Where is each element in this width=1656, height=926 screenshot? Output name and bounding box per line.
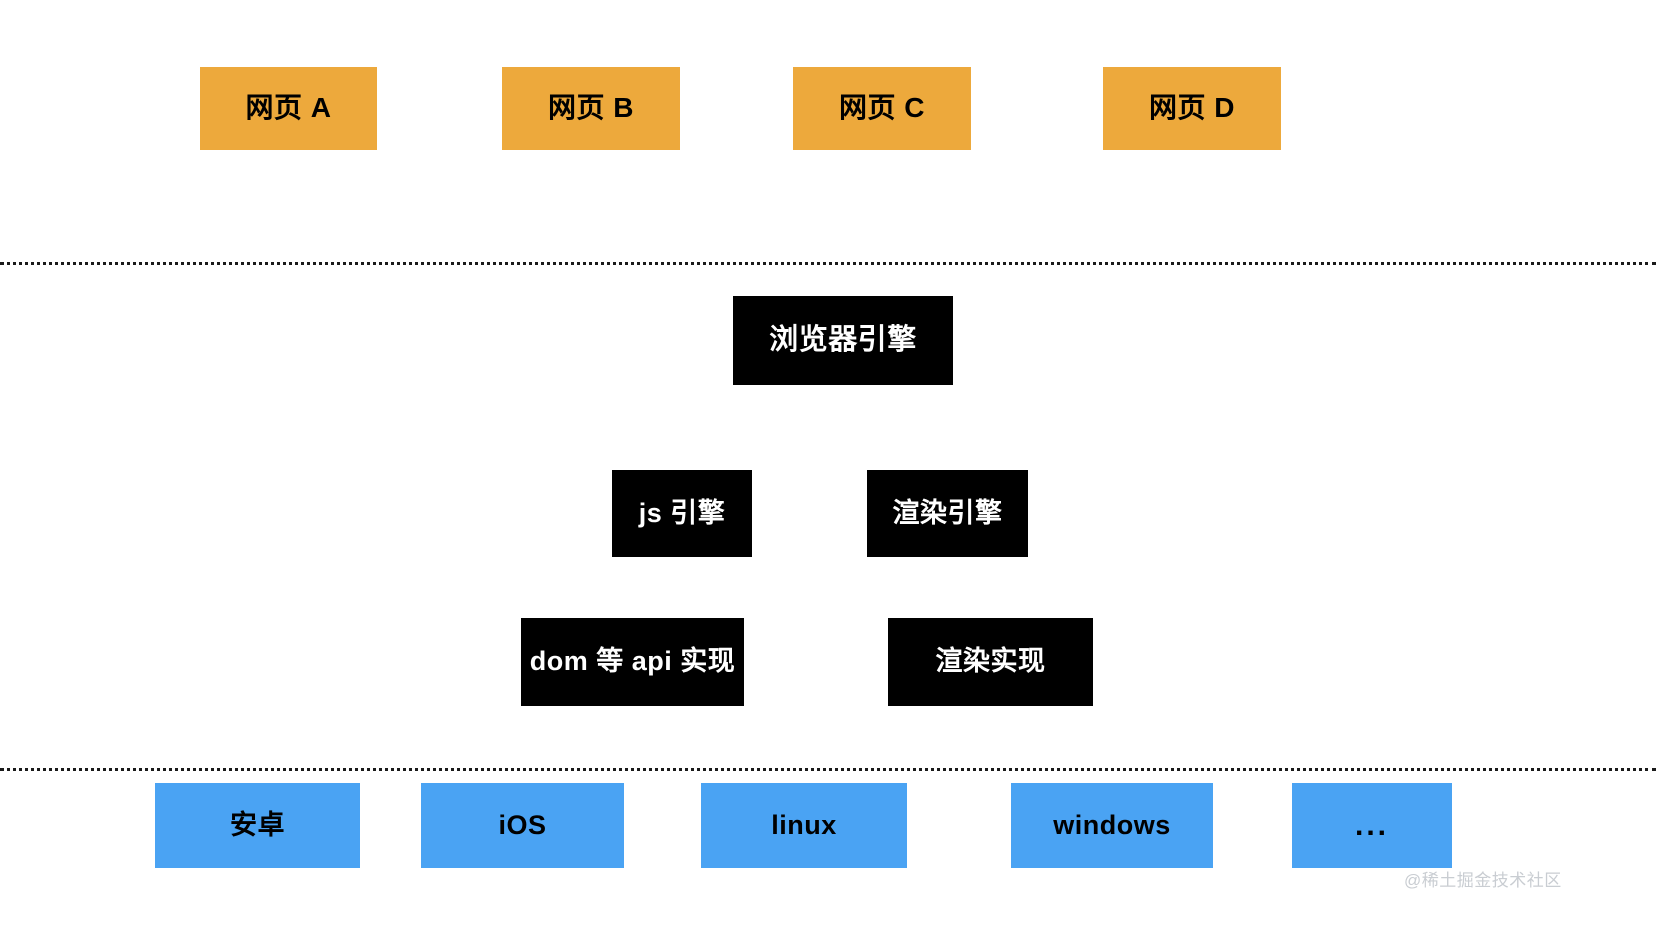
render-engine-label: 渲染引擎 — [892, 497, 1003, 528]
os-box-ios-label: iOS — [498, 809, 547, 840]
dom-api-impl-label: dom 等 api 实现 — [529, 646, 736, 677]
divider-pages-engine — [0, 262, 1656, 265]
divider-engine-os — [0, 768, 1656, 771]
render-impl-label: 渲染实现 — [935, 646, 1046, 677]
os-box-android: 安卓 — [155, 783, 360, 868]
os-box-android-label: 安卓 — [230, 809, 285, 840]
dom-api-impl-box: dom 等 api 实现 — [521, 618, 744, 706]
render-engine-box: 渲染引擎 — [867, 470, 1028, 557]
os-box-linux-label: linux — [771, 809, 837, 840]
os-box-more: ... — [1292, 783, 1452, 868]
js-engine-label: js 引擎 — [638, 497, 726, 528]
watermark: @稀土掘金技术社区 — [1404, 866, 1562, 891]
browser-engine-box: 浏览器引擎 — [733, 296, 953, 385]
watermark-text: @稀土掘金技术社区 — [1404, 871, 1562, 890]
page-box-b-label: 网页 B — [547, 92, 634, 124]
os-box-ios: iOS — [421, 783, 624, 868]
os-box-more-label: ... — [1354, 809, 1389, 842]
os-box-windows: windows — [1011, 783, 1213, 868]
os-box-windows-label: windows — [1053, 809, 1171, 840]
page-box-c: 网页 C — [793, 67, 971, 150]
page-box-c-label: 网页 C — [838, 92, 925, 124]
os-box-linux: linux — [701, 783, 907, 868]
js-engine-box: js 引擎 — [612, 470, 752, 557]
page-box-b: 网页 B — [502, 67, 680, 150]
page-box-a-label: 网页 A — [245, 92, 332, 124]
page-box-d: 网页 D — [1103, 67, 1281, 150]
browser-engine-label: 浏览器引擎 — [769, 323, 917, 356]
page-box-d-label: 网页 D — [1148, 92, 1235, 124]
page-box-a: 网页 A — [200, 67, 377, 150]
render-impl-box: 渲染实现 — [888, 618, 1093, 706]
